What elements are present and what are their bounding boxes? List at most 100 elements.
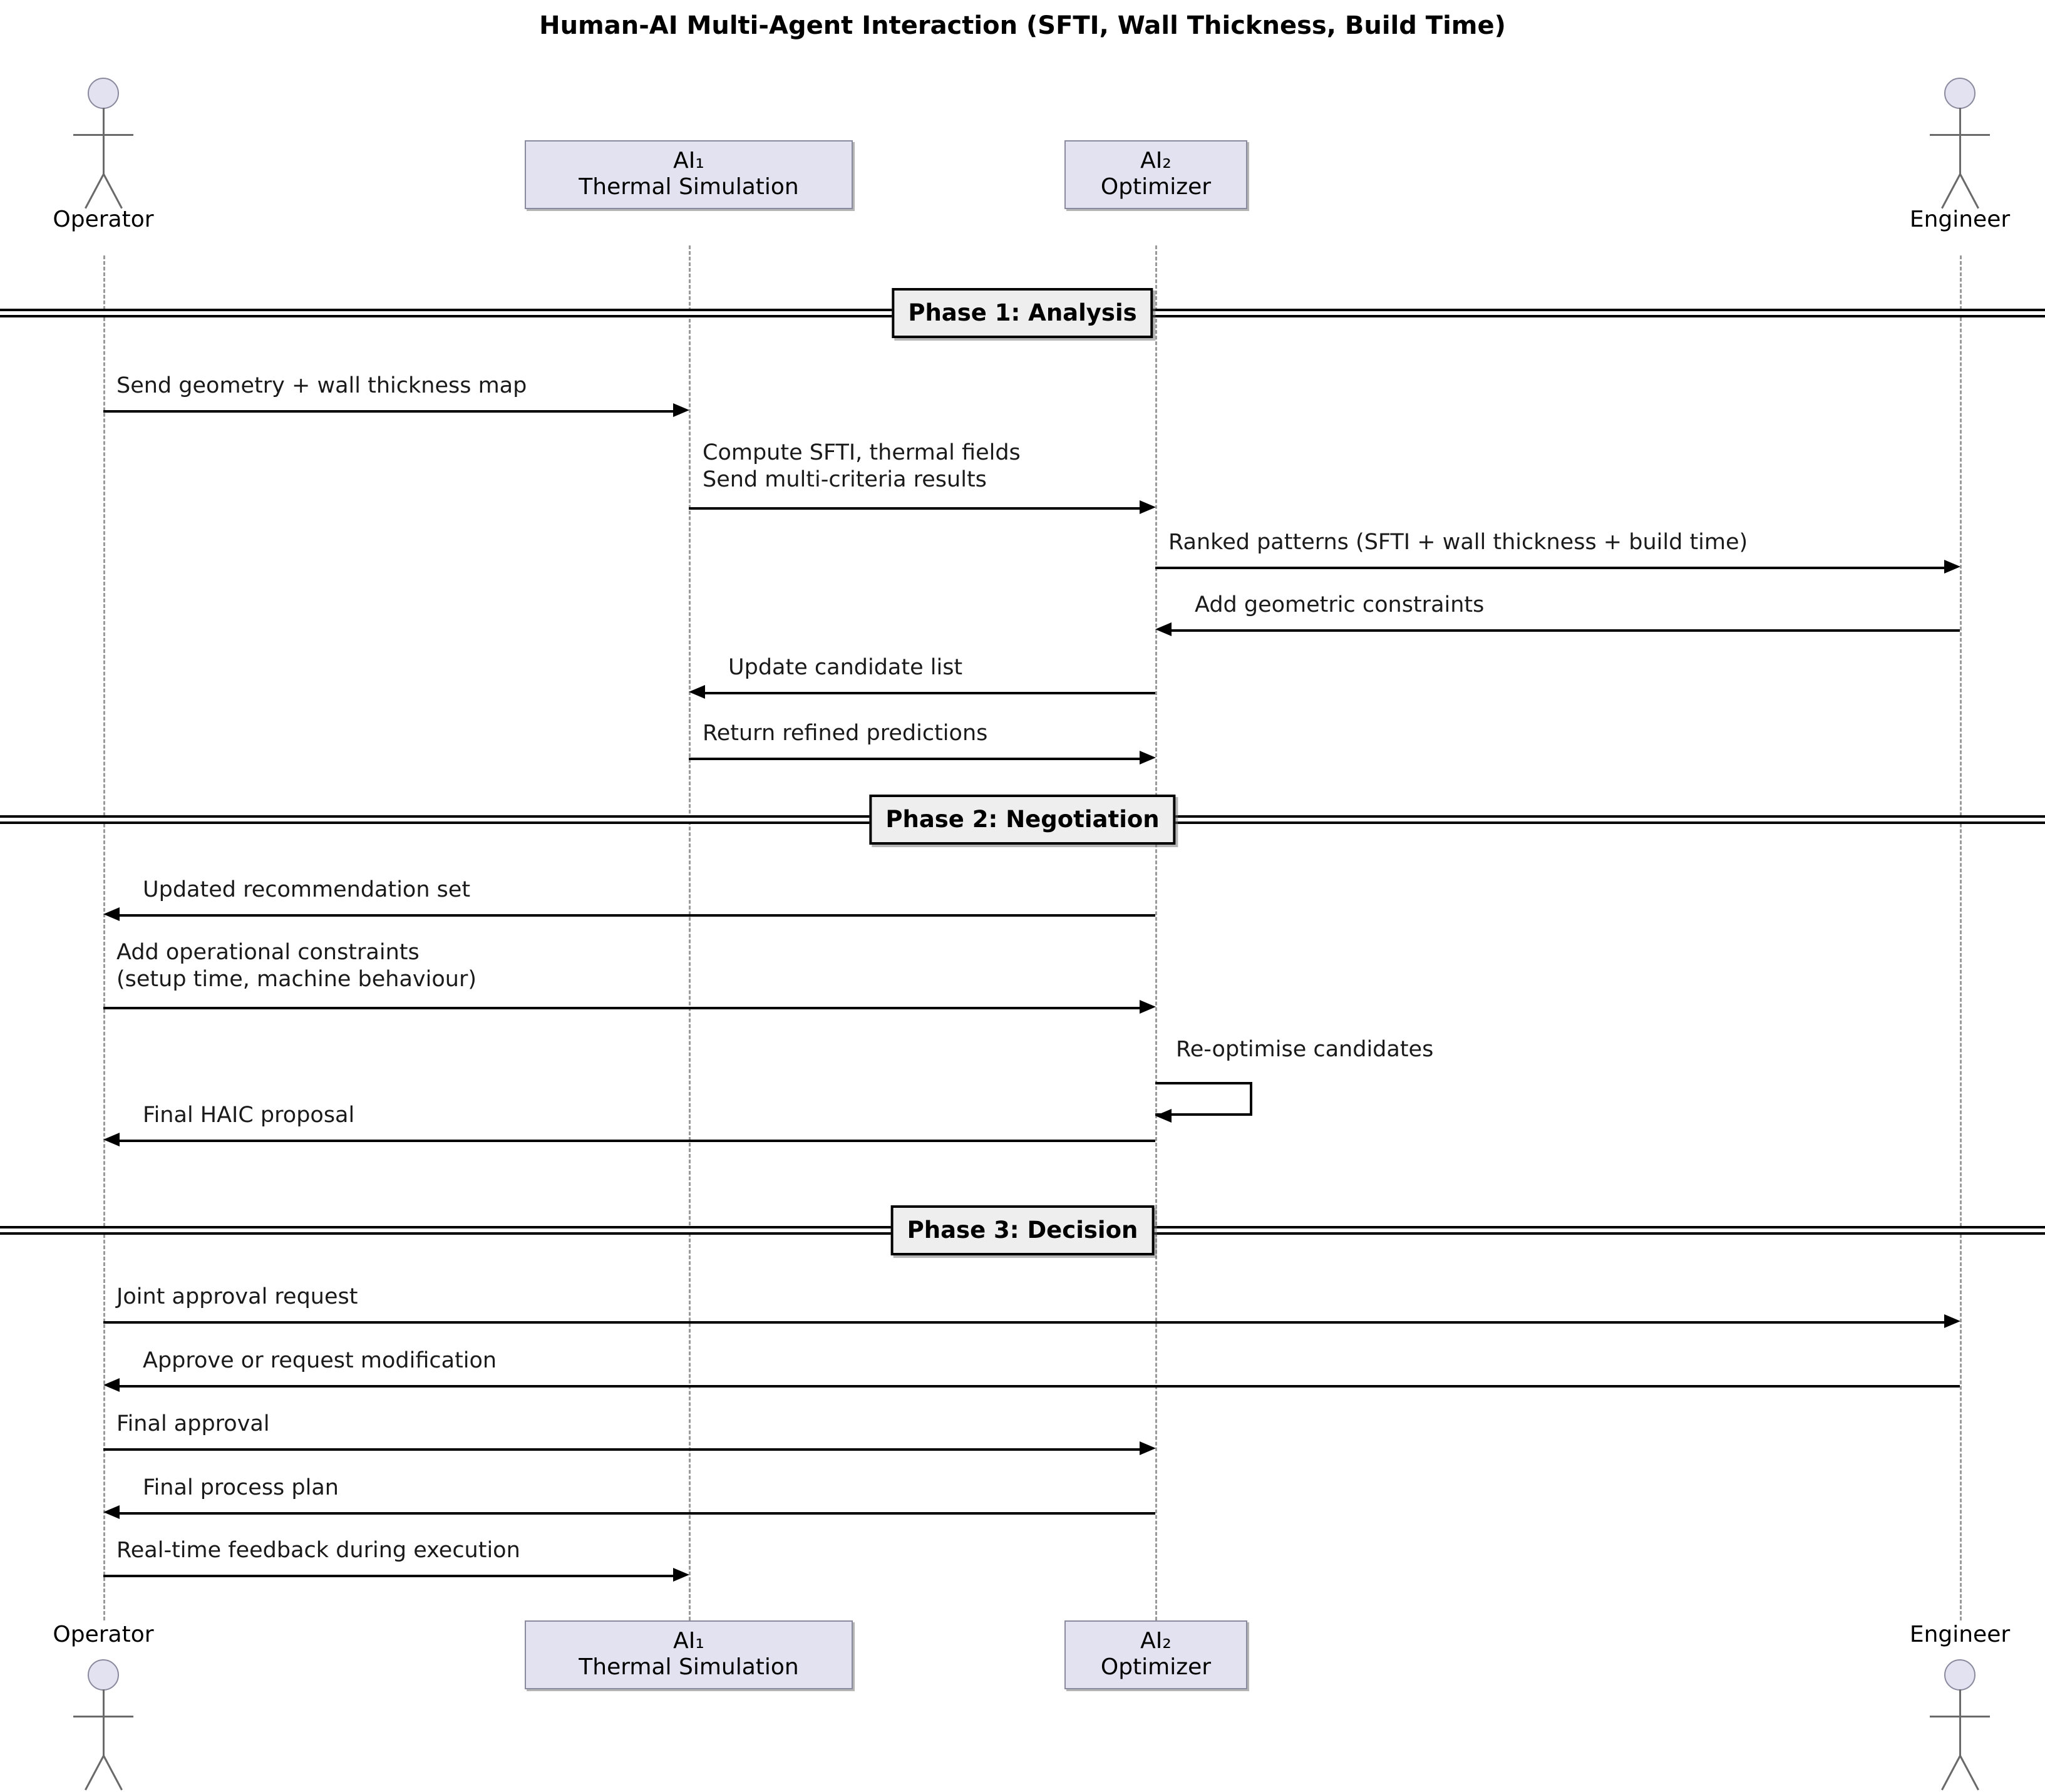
actor-body-icon bbox=[1959, 108, 1961, 175]
participant-ai2-line1: AI₂ bbox=[1140, 1627, 1172, 1654]
message-label-m5: Update candidate list bbox=[728, 654, 962, 681]
actor-body-icon bbox=[1959, 1689, 1961, 1757]
message-line-m6 bbox=[689, 758, 1140, 760]
message-label-m6: Return refined predictions bbox=[703, 720, 987, 747]
message-line-m12 bbox=[120, 1385, 1960, 1388]
participant-ai1-line1: AI₁ bbox=[673, 1627, 704, 1654]
message-line-m1 bbox=[103, 410, 673, 413]
participant-ai1-line2: Thermal Simulation bbox=[579, 174, 799, 200]
lifeline-engineer bbox=[1960, 255, 1962, 1620]
message-line-2: (setup time, machine behaviour) bbox=[116, 966, 476, 992]
participant-ai2-bottom[interactable]: AI₂ Optimizer bbox=[1064, 1620, 1247, 1689]
message-line-1: Send geometry + wall thickness map bbox=[116, 373, 527, 398]
actor-label-engineer-bottom: Engineer bbox=[1909, 1622, 2011, 1647]
participant-ai2-top[interactable]: AI₂ Optimizer bbox=[1064, 140, 1247, 209]
actor-arms-icon bbox=[73, 134, 133, 136]
message-arrowhead-m11 bbox=[1944, 1314, 1960, 1328]
actor-arms-icon bbox=[1930, 1716, 1990, 1717]
actor-operator-bottom[interactable] bbox=[56, 1659, 150, 1792]
message-arrowhead-m2 bbox=[1140, 500, 1156, 514]
message-line-m11 bbox=[103, 1321, 1944, 1324]
message-line-1: Add geometric constraints bbox=[1195, 592, 1485, 617]
message-label-m3: Ranked patterns (SFTI + wall thickness +… bbox=[1168, 529, 1748, 556]
message-label-m1: Send geometry + wall thickness map bbox=[116, 373, 527, 399]
phase-divider-label-3: Phase 3: Decision bbox=[907, 1216, 1138, 1244]
participant-ai1-line1: AI₁ bbox=[673, 147, 704, 173]
participant-ai1-bottom[interactable]: AI₁ Thermal Simulation bbox=[525, 1620, 853, 1689]
message-line-1: Final HAIC proposal bbox=[143, 1103, 355, 1128]
message-arrowhead-m10 bbox=[103, 1133, 120, 1146]
message-arrowhead-m13 bbox=[1140, 1441, 1156, 1455]
message-arrowhead-m8 bbox=[1140, 1000, 1156, 1014]
message-arrowhead-m14 bbox=[103, 1505, 120, 1519]
message-arrowhead-m15 bbox=[673, 1568, 689, 1582]
actor-label-engineer-top: Engineer bbox=[1909, 207, 2011, 232]
message-line-1: Return refined predictions bbox=[703, 721, 988, 746]
message-label-m8: Add operational constraints (setup time,… bbox=[116, 939, 476, 992]
message-line-1: Final process plan bbox=[143, 1475, 339, 1500]
phase-divider-label-2: Phase 2: Negotiation bbox=[885, 805, 1160, 833]
participant-ai1-line2: Thermal Simulation bbox=[579, 1654, 799, 1680]
actor-head-icon bbox=[88, 78, 119, 109]
message-line-m8 bbox=[103, 1007, 1140, 1009]
message-label-m11: Joint approval request bbox=[116, 1284, 358, 1311]
message-line-1: Final approval bbox=[116, 1411, 270, 1436]
phase-divider-2[interactable]: Phase 2: Negotiation bbox=[869, 795, 1176, 845]
actor-label-operator-top: Operator bbox=[53, 207, 154, 232]
message-arrowhead-m6 bbox=[1140, 751, 1156, 765]
message-arrowhead-m3 bbox=[1944, 560, 1960, 574]
phase-divider-label-1: Phase 1: Analysis bbox=[908, 299, 1137, 326]
message-arrowhead-m5 bbox=[689, 685, 705, 699]
message-arrowhead-m1 bbox=[673, 403, 689, 417]
message-label-m2: Compute SFTI, thermal fields Send multi-… bbox=[703, 440, 1021, 493]
actor-head-icon bbox=[88, 1659, 119, 1691]
message-label-m12: Approve or request modification bbox=[143, 1347, 497, 1374]
actor-arms-icon bbox=[73, 1716, 133, 1717]
message-arrowhead-m9 bbox=[1155, 1109, 1172, 1123]
message-label-m14: Final process plan bbox=[143, 1475, 339, 1501]
actor-leg-right-icon bbox=[1959, 173, 1979, 209]
actor-engineer-bottom[interactable] bbox=[1913, 1659, 2007, 1792]
message-label-m10: Final HAIC proposal bbox=[143, 1102, 354, 1129]
message-line-1: Approve or request modification bbox=[143, 1348, 497, 1373]
message-label-m7: Updated recommendation set bbox=[143, 877, 470, 904]
participant-ai1-top[interactable]: AI₁ Thermal Simulation bbox=[525, 140, 853, 209]
actor-leg-left-icon bbox=[85, 173, 105, 209]
participant-ai2-line1: AI₂ bbox=[1140, 147, 1172, 173]
message-line-m2 bbox=[689, 507, 1140, 510]
message-arrowhead-m7 bbox=[103, 907, 120, 921]
actor-label-operator-bottom: Operator bbox=[53, 1622, 154, 1647]
actor-engineer-top[interactable] bbox=[1913, 78, 2007, 215]
actor-leg-right-icon bbox=[1959, 1755, 1979, 1791]
message-selfloop-m9 bbox=[1155, 1082, 1252, 1116]
actor-leg-right-icon bbox=[103, 1755, 123, 1791]
actor-head-icon bbox=[1944, 1659, 1975, 1691]
message-line-m14 bbox=[120, 1512, 1155, 1515]
message-line-1: Re-optimise candidates bbox=[1176, 1037, 1434, 1062]
message-line-m4 bbox=[1172, 629, 1960, 632]
message-line-m3 bbox=[1155, 567, 1944, 569]
actor-arms-icon bbox=[1930, 134, 1990, 136]
message-label-m13: Final approval bbox=[116, 1411, 270, 1438]
actor-leg-left-icon bbox=[85, 1755, 105, 1791]
page-title: Human-AI Multi-Agent Interaction (SFTI, … bbox=[539, 11, 1506, 40]
message-label-m9: Re-optimise candidates bbox=[1176, 1036, 1433, 1063]
lifeline-ai2 bbox=[1155, 245, 1157, 1620]
actor-leg-right-icon bbox=[103, 173, 123, 209]
actor-body-icon bbox=[103, 108, 105, 175]
participant-ai2-line2: Optimizer bbox=[1100, 1654, 1212, 1680]
actor-leg-left-icon bbox=[1941, 173, 1961, 209]
message-line-1: Add operational constraints bbox=[116, 940, 420, 965]
actor-operator-top[interactable] bbox=[56, 78, 150, 215]
phase-divider-3[interactable]: Phase 3: Decision bbox=[890, 1205, 1155, 1255]
message-line-m13 bbox=[103, 1448, 1140, 1451]
message-line-m10 bbox=[120, 1140, 1155, 1142]
message-line-2: Send multi-criteria results bbox=[703, 466, 987, 492]
phase-divider-1[interactable]: Phase 1: Analysis bbox=[892, 288, 1153, 338]
message-line-1: Real-time feedback during execution bbox=[116, 1538, 520, 1563]
message-line-1: Ranked patterns (SFTI + wall thickness +… bbox=[1168, 530, 1748, 555]
lifeline-ai1 bbox=[689, 245, 691, 1620]
message-line-1: Joint approval request bbox=[116, 1284, 358, 1309]
actor-leg-left-icon bbox=[1941, 1755, 1961, 1791]
